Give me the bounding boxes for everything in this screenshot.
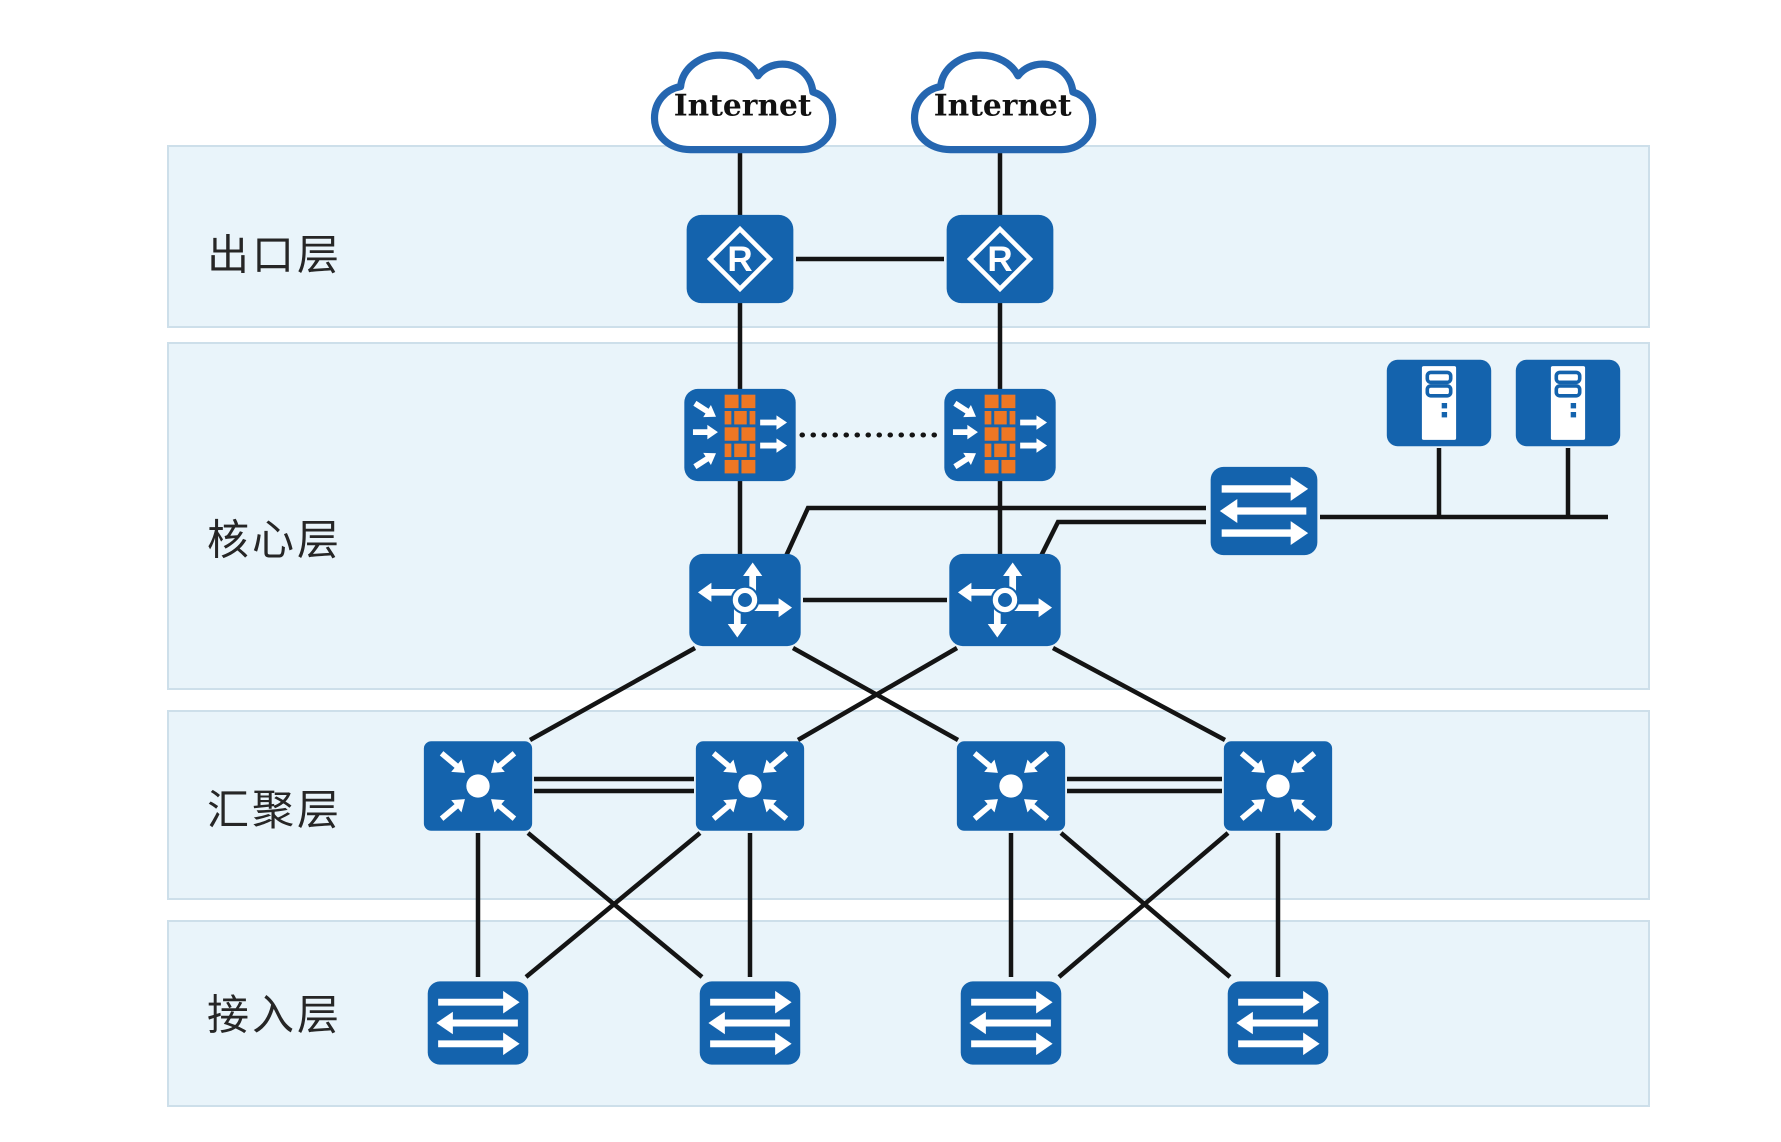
l2switch-icon	[1210, 466, 1318, 556]
agg-switch-2	[694, 739, 806, 833]
svg-text:R: R	[727, 240, 752, 279]
router-icon: R	[946, 214, 1054, 304]
server-icon	[1386, 359, 1492, 447]
l3switch-icon	[949, 553, 1061, 647]
link-agg2-access1	[524, 831, 702, 979]
firewall-2	[942, 387, 1058, 483]
access-switch-3	[959, 978, 1063, 1068]
link-core2-server-switch	[1038, 519, 1206, 558]
router-icon: R	[686, 214, 794, 304]
internet-cloud-2: Internet	[890, 38, 1110, 173]
agg-switch-1	[422, 739, 534, 833]
link-core1-server-switch	[783, 505, 1206, 557]
access-switch-4	[1226, 978, 1330, 1068]
agg-switch-4	[1222, 739, 1334, 833]
layer-label-core: 核心层	[207, 516, 343, 564]
link-core1-agg1	[528, 646, 697, 742]
l2switch-icon	[699, 981, 801, 1065]
cloud-label: Internet	[934, 88, 1072, 123]
access-switch-2	[698, 978, 802, 1068]
layer-label-access: 接入层	[207, 991, 343, 1039]
server-1	[1383, 358, 1495, 448]
cloud-icon: Internet	[910, 51, 1097, 153]
firewall-1	[682, 387, 798, 483]
aggswitch-icon	[695, 741, 805, 831]
aggswitch-icon	[1223, 741, 1333, 831]
l3switch-icon	[689, 553, 801, 647]
layer-label-aggregation: 汇聚层	[207, 786, 343, 834]
core-switch-2	[947, 552, 1063, 648]
router-1: R	[684, 213, 796, 305]
internet-cloud-1: Internet	[630, 38, 850, 173]
layer-band-aggregation: 汇聚层	[167, 710, 1650, 900]
svg-text:R: R	[987, 240, 1012, 279]
aggswitch-icon	[423, 741, 533, 831]
cloud-label: Internet	[674, 88, 812, 123]
cloud-icon: Internet	[650, 51, 837, 153]
link-core2-agg2	[796, 646, 959, 742]
agg-switch-3	[955, 739, 1067, 833]
l2switch-icon	[427, 981, 529, 1065]
router-2: R	[944, 213, 1056, 305]
aggswitch-icon	[956, 741, 1066, 831]
server-icon	[1515, 359, 1621, 447]
layer-band-egress: 出口层	[167, 145, 1650, 328]
l2switch-icon	[960, 981, 1062, 1065]
server-switch	[1208, 465, 1320, 557]
firewall-icon	[684, 388, 796, 482]
link-agg4-access3	[1057, 831, 1230, 979]
core-switch-1	[687, 552, 803, 648]
link-core2-agg4	[1051, 646, 1227, 742]
access-switch-1	[426, 978, 530, 1068]
server-2	[1512, 358, 1624, 448]
firewall-icon	[944, 388, 1056, 482]
layer-band-access: 接入层	[167, 920, 1650, 1107]
l2switch-icon	[1227, 981, 1329, 1065]
layer-label-egress: 出口层	[207, 231, 343, 279]
